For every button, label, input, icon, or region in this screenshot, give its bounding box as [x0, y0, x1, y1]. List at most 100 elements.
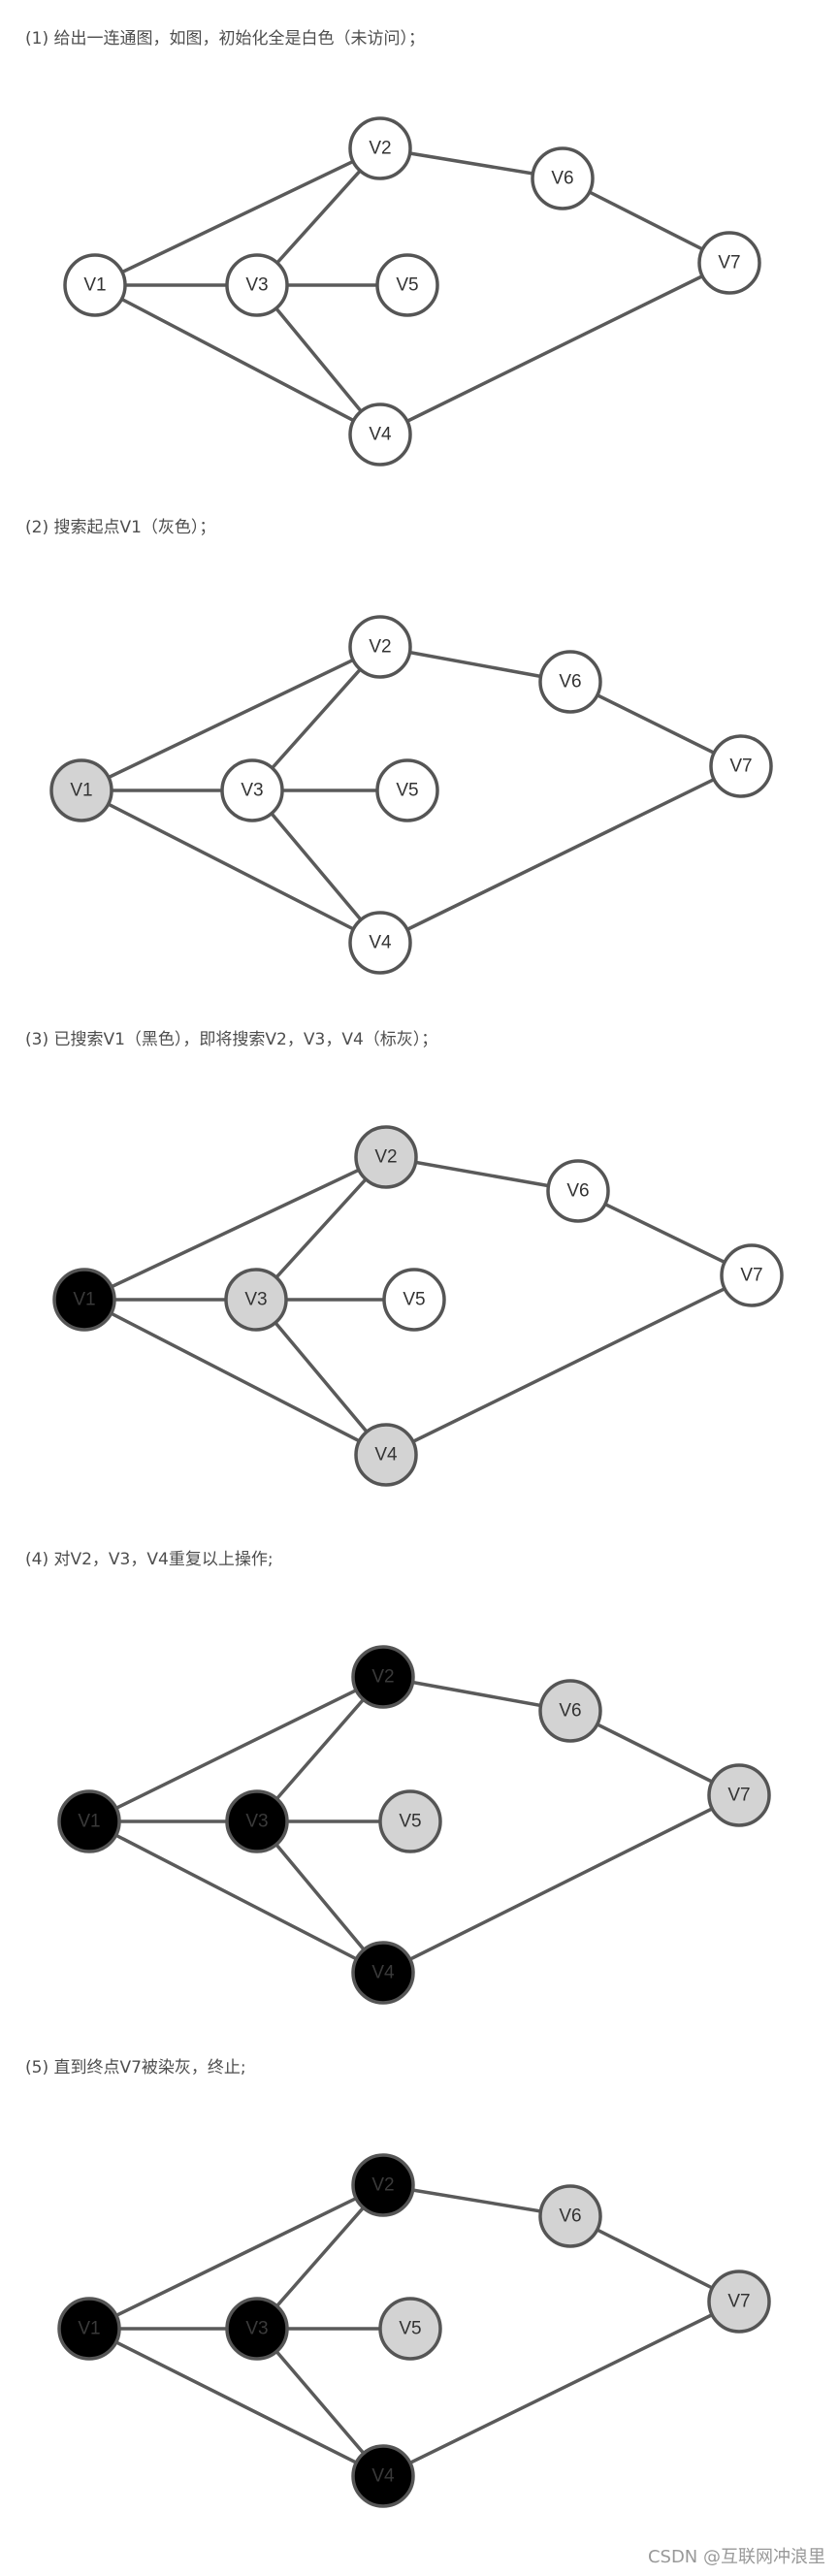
node-label: V5 — [399, 2319, 421, 2339]
node-v6: V6 — [546, 1159, 610, 1223]
node-v3: V3 — [220, 758, 284, 822]
node-label: V4 — [371, 1963, 395, 1983]
edge-v1-v4 — [80, 789, 382, 945]
edge-v1-v2 — [87, 2183, 385, 2331]
edge-v4-v7 — [378, 261, 731, 436]
node-circle — [707, 1763, 771, 1827]
node-label: V3 — [245, 1812, 268, 1832]
node-circle — [375, 758, 439, 822]
node-circle — [57, 1789, 121, 1853]
node-circle — [697, 231, 761, 295]
node-v7: V7 — [707, 2270, 771, 2334]
edge-v2-v3 — [254, 1155, 388, 1302]
node-circle — [225, 253, 289, 317]
edge-v3-v4 — [254, 1298, 388, 1457]
node-v6: V6 — [531, 146, 595, 210]
step-caption: (1) 给出一连通图，如图，初始化全是白色（未访问）； — [25, 29, 425, 48]
node-v7: V7 — [720, 1243, 784, 1307]
node-circle — [220, 758, 284, 822]
node-v4: V4 — [354, 1423, 418, 1487]
edge-v1-v4 — [93, 283, 382, 436]
node-label: V3 — [245, 275, 268, 296]
node-v6: V6 — [538, 650, 602, 714]
node-circle — [375, 253, 439, 317]
node-label: V1 — [78, 1812, 100, 1832]
node-circle — [378, 2297, 442, 2361]
node-label: V2 — [371, 1667, 394, 1688]
edge-v4-v7 — [378, 764, 743, 945]
node-circle — [709, 734, 773, 798]
node-v6: V6 — [538, 1679, 602, 1743]
node-label: V3 — [244, 1290, 267, 1310]
node-circle — [354, 1423, 418, 1487]
node-circle — [351, 2444, 415, 2508]
node-v5: V5 — [378, 1789, 442, 1853]
node-label: V7 — [727, 1786, 750, 1806]
node-v3: V3 — [225, 2297, 289, 2361]
edge-v3-v4 — [250, 789, 382, 945]
node-label: V4 — [369, 425, 392, 445]
node-v3: V3 — [225, 1789, 289, 1853]
edge-v1-v2 — [93, 146, 382, 287]
csdn-watermark: CSDN @互联网冲浪里 — [647, 2547, 825, 2567]
node-v2: V2 — [354, 1125, 418, 1189]
node-circle — [225, 1789, 289, 1853]
node-v5: V5 — [375, 253, 439, 317]
edge-v2-v3 — [255, 2183, 385, 2331]
edge-v3-v4 — [255, 2327, 385, 2478]
node-label: V1 — [78, 2319, 100, 2339]
node-v1: V1 — [63, 253, 127, 317]
edge-v3-v4 — [255, 1819, 385, 1975]
edge-v1-v2 — [87, 1675, 385, 1823]
node-circle — [348, 911, 412, 975]
node-label: V7 — [727, 2292, 750, 2312]
node-circle — [49, 758, 113, 822]
node-circle — [538, 1679, 602, 1743]
node-v6: V6 — [538, 2184, 602, 2248]
edge-v6-v7 — [576, 1189, 754, 1277]
edge-v3-v4 — [255, 283, 382, 436]
node-circle — [224, 1268, 288, 1332]
step-caption: (4) 对V2，V3，V4重复以上操作; — [25, 1550, 274, 1569]
node-label: V1 — [73, 1290, 95, 1310]
edge-v1-v4 — [82, 1298, 388, 1457]
node-label: V4 — [374, 1445, 398, 1465]
edge-v1-v2 — [82, 1155, 388, 1302]
node-circle — [63, 253, 127, 317]
node-label: V7 — [740, 1266, 762, 1286]
node-v5: V5 — [375, 758, 439, 822]
node-label: V1 — [83, 275, 106, 296]
node-v3: V3 — [224, 1268, 288, 1332]
edge-v4-v7 — [381, 1793, 741, 1975]
node-v1: V1 — [49, 758, 113, 822]
node-label: V5 — [396, 781, 418, 801]
node-circle — [348, 402, 412, 467]
node-label: V5 — [396, 275, 418, 296]
node-label: V6 — [551, 169, 573, 189]
node-v1: V1 — [57, 1789, 121, 1853]
node-v1: V1 — [57, 2297, 121, 2361]
node-v4: V4 — [348, 402, 412, 467]
node-label: V1 — [70, 781, 92, 801]
edge-v1-v2 — [80, 645, 382, 792]
node-v7: V7 — [707, 1763, 771, 1827]
edge-v1-v4 — [87, 1819, 385, 1975]
node-circle — [707, 2270, 771, 2334]
node-v4: V4 — [351, 1941, 415, 2005]
node-v3: V3 — [225, 253, 289, 317]
node-circle — [720, 1243, 784, 1307]
edge-v4-v7 — [381, 2300, 741, 2478]
node-v4: V4 — [351, 2444, 415, 2508]
step-caption: (3) 已搜索V1（黑色），即将搜索V2，V3，V4（标灰）； — [25, 1030, 438, 1049]
node-label: V4 — [369, 933, 392, 953]
node-label: V2 — [369, 637, 391, 658]
node-circle — [348, 116, 412, 180]
node-circle — [348, 615, 412, 679]
node-label: V3 — [241, 781, 263, 801]
node-label: V7 — [718, 253, 740, 274]
node-v2: V2 — [348, 116, 412, 180]
edge-v1-v4 — [87, 2327, 385, 2478]
node-circle — [378, 1789, 442, 1853]
